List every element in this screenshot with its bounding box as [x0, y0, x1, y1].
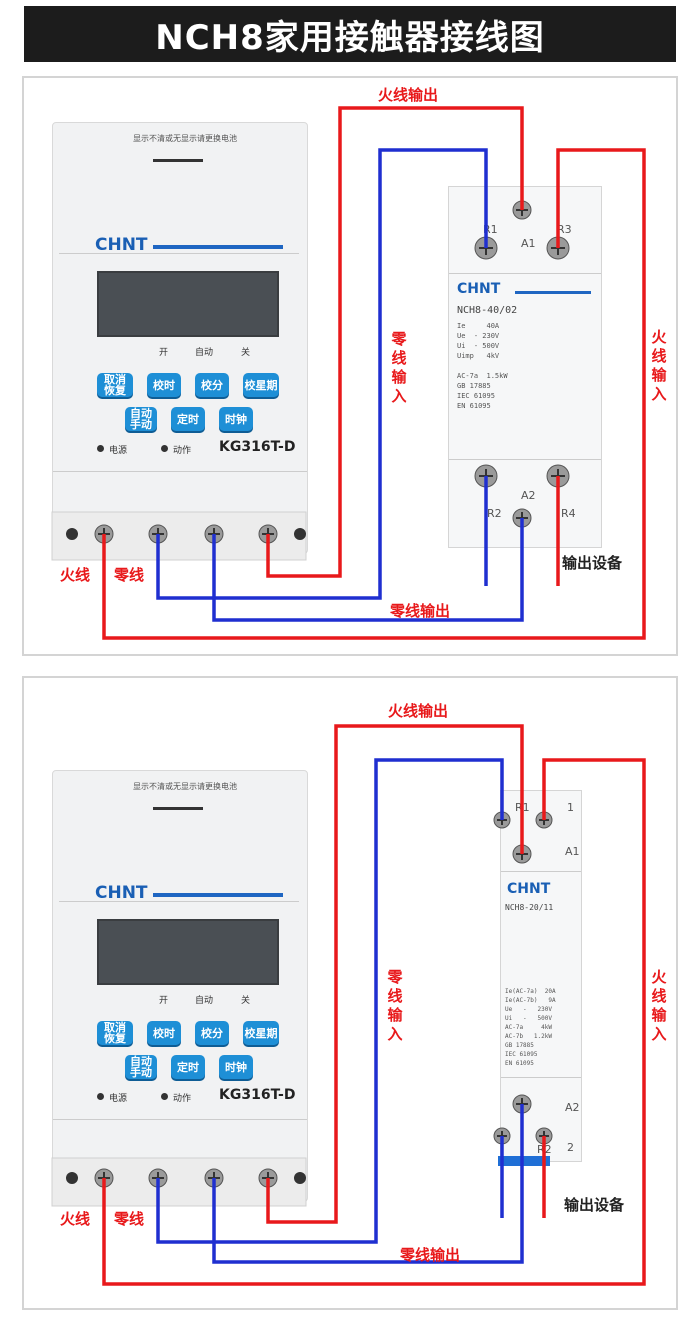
timer-switch: 显示不清或无显示请更换电池 CHNT 开 自动 关 取消 恢复 校时 校分 校星…	[52, 770, 308, 1202]
live-wire	[102, 758, 646, 1286]
live-wire	[102, 148, 646, 640]
contactor-model: NCH8-40/02	[457, 305, 518, 316]
action-label: 动作	[173, 446, 192, 456]
live-label: 火线	[60, 1210, 91, 1228]
timer-button[interactable]: 定时	[171, 1055, 205, 1079]
battery-notice: 显示不清或无显示请更换电池	[133, 782, 237, 791]
set-minute-button[interactable]: 校分	[195, 373, 229, 397]
mode-label-auto: 自动	[195, 996, 214, 1006]
mount-hole	[66, 528, 78, 540]
terminal-label: R3	[557, 223, 572, 236]
lcd-display	[97, 271, 279, 337]
action-led	[161, 1093, 168, 1100]
timer-model: KG316T-D	[219, 439, 296, 455]
neutral-output-label: 零线输出	[390, 602, 451, 620]
live-input-label: 火线输入	[651, 968, 667, 1043]
mount-hole	[66, 1172, 78, 1184]
power-led	[97, 1093, 104, 1100]
power-led	[97, 445, 104, 452]
battery-notice: 显示不清或无显示请更换电池	[133, 134, 237, 143]
title-banner: NCH8家用接触器接线图	[24, 6, 676, 62]
diagram-panel-2: 显示不清或无显示请更换电池 CHNT 开 自动 关 取消 恢复 校时 校分 校星…	[22, 676, 678, 1310]
live-label: 火线	[60, 566, 91, 584]
terminal-label: 1	[567, 801, 574, 814]
brand-stripe	[153, 245, 283, 249]
brand-stripe	[515, 291, 591, 294]
timer-model: KG316T-D	[219, 1087, 296, 1103]
terminal-label: R4	[561, 507, 576, 520]
terminal-label: A2	[565, 1101, 580, 1114]
set-hour-button[interactable]: 校时	[147, 1021, 181, 1045]
power-label: 电源	[109, 446, 128, 456]
terminal-label: A2	[521, 489, 536, 502]
timer-switch: 显示不清或无显示请更换电池 CHNT 开 自动 关 取消 恢复 校时 校分 校星…	[52, 122, 308, 554]
contactor-brand-logo: CHNT	[507, 881, 551, 897]
live-wire	[266, 106, 524, 578]
timer-button[interactable]: 定时	[171, 407, 205, 431]
wiring-diagram-2	[51, 724, 646, 1286]
mode-label-auto: 自动	[195, 348, 214, 358]
clock-button[interactable]: 时钟	[219, 1055, 253, 1079]
cancel-restore-button[interactable]: 取消 恢复	[97, 1021, 133, 1045]
neutral-wire	[156, 148, 488, 600]
timer-brand-logo: CHNT	[95, 235, 148, 255]
page-title: NCH8家用接触器接线图	[155, 17, 545, 58]
mode-label-on: 开	[159, 996, 169, 1006]
live-output-label: 火线输出	[378, 86, 439, 104]
set-minute-button[interactable]: 校分	[195, 1021, 229, 1045]
neutral-label: 零线	[114, 566, 145, 584]
mount-hole	[294, 1172, 306, 1184]
neutral-wire	[156, 758, 504, 1244]
neutral-input-label: 零线输入	[391, 330, 407, 405]
contactor-specs: Ie(AC-7a) 20A Ie(AC-7b) 9A Ue - 230V Ui …	[505, 988, 556, 1067]
auto-manual-button[interactable]: 自动 手动	[125, 407, 157, 431]
mount-hole	[294, 528, 306, 540]
contactor-specs: Ie 40A Ue - 230V Ui - 500V Uimp 4kV AC-7…	[457, 322, 508, 410]
set-weekday-button[interactable]: 校星期	[243, 373, 279, 397]
live-input-label: 火线输入	[651, 328, 667, 403]
auto-manual-button[interactable]: 自动 手动	[125, 1055, 157, 1079]
action-led	[161, 445, 168, 452]
mode-label-off: 关	[241, 996, 251, 1006]
cancel-restore-button[interactable]: 取消 恢复	[97, 373, 133, 397]
terminal-label: A1	[521, 237, 536, 250]
output-device-label: 输出设备	[564, 1196, 625, 1214]
output-device-label: 输出设备	[562, 554, 623, 572]
neutral-wire	[212, 518, 524, 622]
terminal-label: A1	[565, 845, 580, 858]
diagram-panel-1: 显示不清或无显示请更换电池 CHNT 开 自动 关 取消 恢复 校时 校分 校星…	[22, 76, 678, 656]
neutral-label: 零线	[114, 1210, 145, 1228]
clock-button[interactable]: 时钟	[219, 407, 253, 431]
din-clip	[498, 1156, 550, 1166]
timer-brand-logo: CHNT	[95, 883, 148, 903]
live-wire	[266, 724, 524, 1224]
mode-label-on: 开	[159, 348, 169, 358]
brand-stripe	[153, 893, 283, 897]
contactor: R1 A1 R3 CHNT NCH8-40/02 Ie 40A Ue - 230…	[448, 186, 602, 548]
lcd-display	[97, 919, 279, 985]
set-weekday-button[interactable]: 校星期	[243, 1021, 279, 1045]
action-label: 动作	[173, 1094, 192, 1104]
terminal-label: 2	[567, 1141, 574, 1154]
mode-label-off: 关	[241, 348, 251, 358]
neutral-wire	[212, 1104, 524, 1264]
contactor-brand-logo: CHNT	[457, 281, 501, 297]
power-label: 电源	[109, 1094, 128, 1104]
set-hour-button[interactable]: 校时	[147, 373, 181, 397]
terminal-label: R2	[487, 507, 502, 520]
neutral-output-label: 零线输出	[400, 1246, 461, 1264]
live-output-label: 火线输出	[388, 702, 449, 720]
wiring-diagram-1	[51, 106, 646, 640]
contactor-model: NCH8-20/11	[505, 903, 554, 912]
neutral-input-label: 零线输入	[387, 968, 403, 1043]
